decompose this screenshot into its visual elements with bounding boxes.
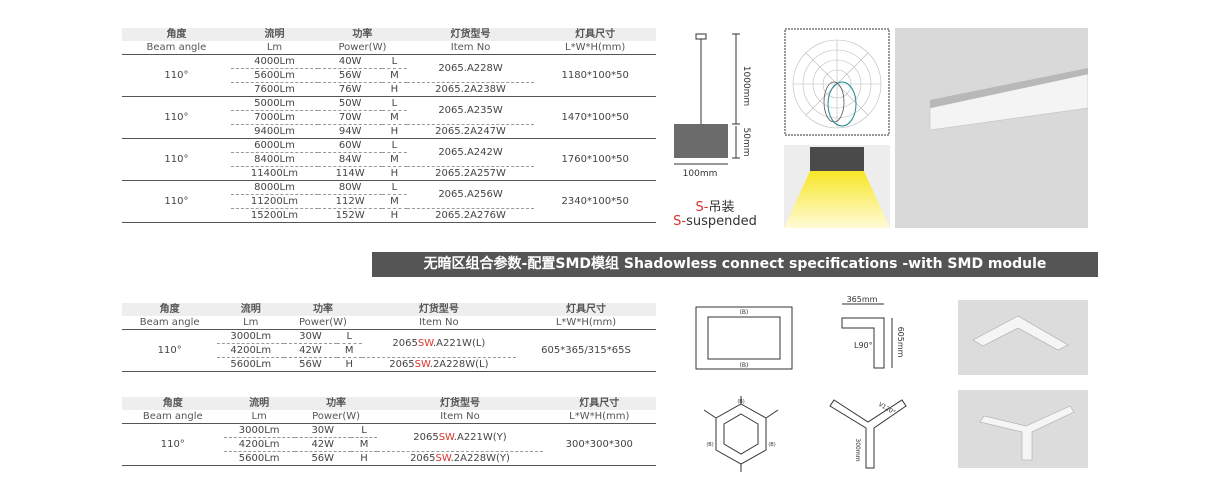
table-header: 角度流明功率灯货型号灯具尺寸 [122, 303, 656, 316]
product-photo-l-connector [958, 300, 1088, 375]
mount-caption-cn: S-吊装 [695, 200, 735, 215]
item-number: 2065SW.A221W(Y) [377, 423, 543, 452]
product-photo-y-connector [958, 390, 1088, 468]
item-number-last: 2065SW.2A228W(L) [361, 357, 516, 372]
item-number: 2065SW.A221W(L) [361, 329, 516, 358]
l-dim-top-label: 365mm [847, 296, 878, 304]
l-connector-top-view: (B) (B) [695, 306, 793, 370]
svg-text:(B): (B) [706, 442, 713, 448]
table-header: 角度流明功率灯货型号灯具尺寸 [122, 28, 656, 41]
y-connector-top-view: (B) (B) (B) [703, 396, 779, 472]
dim-width-label: 100mm [683, 169, 718, 179]
item-number-last: 2065SW.2A228W(Y) [377, 451, 543, 466]
section-banner: 无暗区组合参数-配置SMD模组 Shadowless connect speci… [372, 252, 1098, 277]
suspension-dimension-drawing: 1000mm 50mm 100mm [674, 33, 751, 179]
y-dim-label: 300mm [854, 438, 861, 461]
dim-body-label: 50mm [741, 128, 751, 157]
polar-distribution-chart [784, 28, 890, 136]
l-dim-side-label: 605mm [896, 327, 905, 358]
svg-text:(B): (B) [740, 362, 749, 369]
mount-caption-en: S-suspended [673, 214, 757, 229]
product-photo-linear [895, 28, 1089, 228]
table-header: 角度流明功率灯货型号灯具尺寸 [122, 397, 656, 410]
svg-text:(B): (B) [768, 442, 775, 448]
beam-illustration [784, 145, 890, 228]
svg-text:(B): (B) [737, 399, 744, 405]
l-connector-dimension: 365mm 605mm L90° [841, 296, 905, 369]
dim-height-label: 1000mm [741, 66, 751, 106]
y-connector-dimension: V120° 300mm [829, 399, 907, 469]
l-angle-label: L90° [854, 341, 873, 350]
svg-text:(B): (B) [740, 309, 749, 316]
